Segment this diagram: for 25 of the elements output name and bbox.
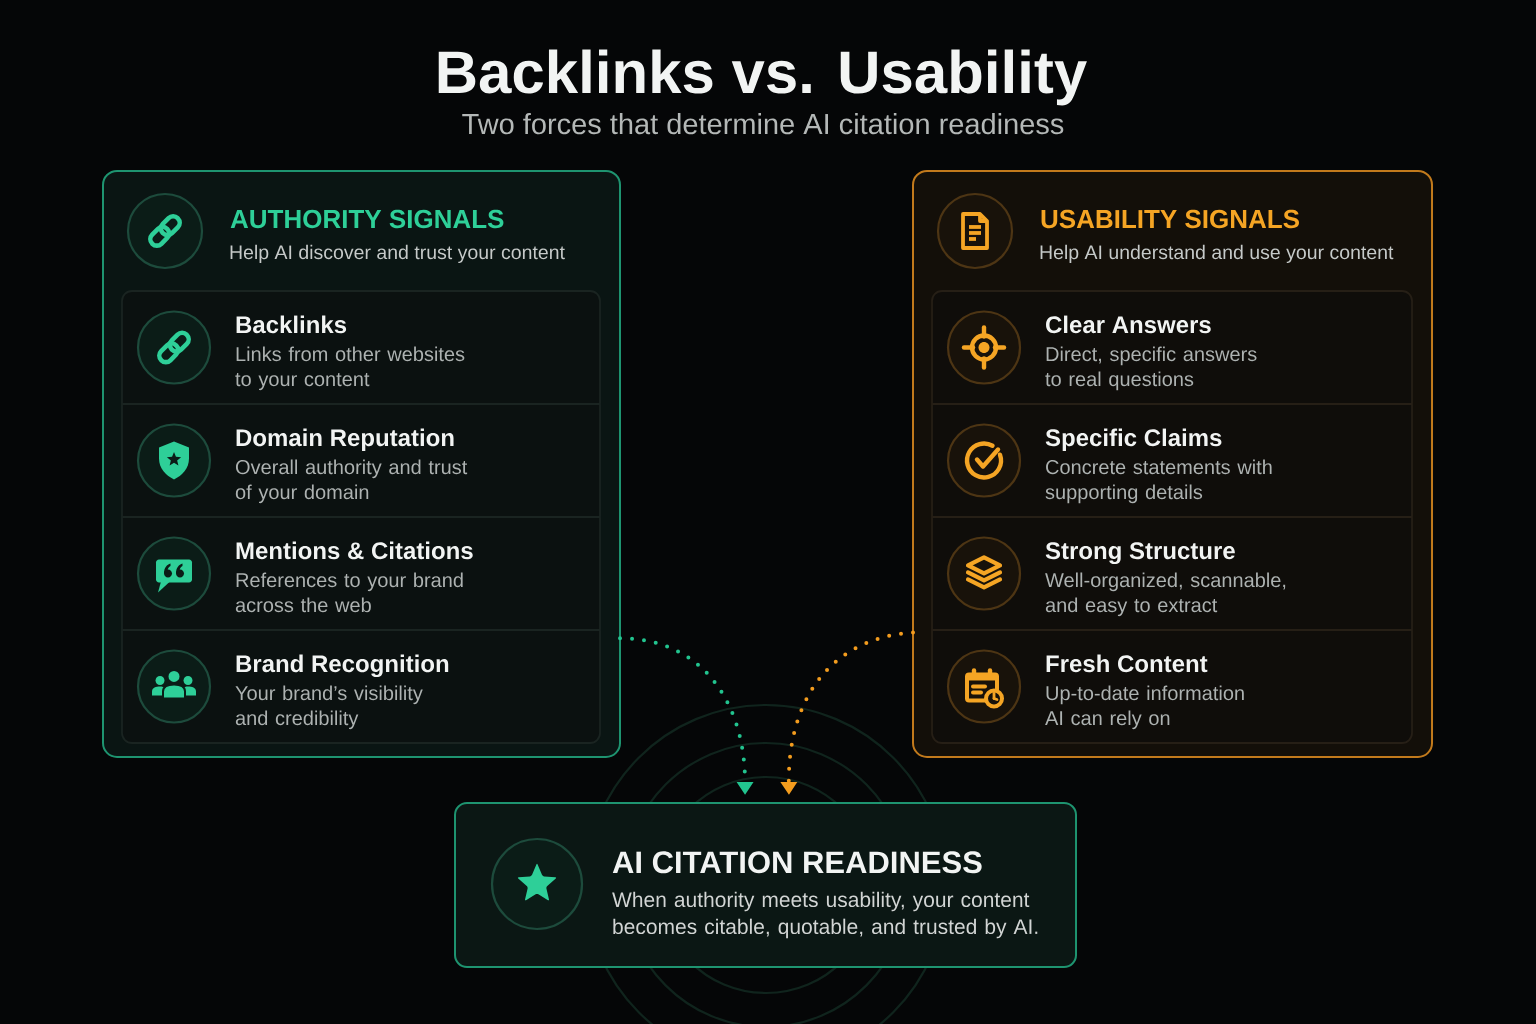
row-title: Clear Answers: [1046, 315, 1211, 334]
panel-subtitle: Help AI understand and use your content: [1040, 244, 1394, 263]
row-title: Strong Structure: [1045, 542, 1235, 565]
panel-heading: AUTHORITY SIGNALS: [230, 209, 504, 229]
row-description: Well-organized, scannable, and easy to extract: [1045, 572, 1286, 617]
row-title: Fresh Content: [1046, 654, 1208, 673]
row-description: Your brand’s visibility and credibility: [235, 685, 423, 730]
row-description: Links from other websites to your content: [235, 346, 465, 391]
subtitle: Two forces that determine AI citation readiness: [462, 113, 1064, 135]
panel-heading: USABILITY SIGNALS: [1041, 209, 1299, 229]
panel-subtitle: Help AI discover and trust your content: [230, 244, 565, 263]
row-description: Up-to-date information AI can rely on: [1045, 685, 1244, 730]
row-title: Backlinks: [236, 315, 347, 334]
row-description: Overall authority and trust of your domain: [235, 459, 468, 504]
row-title: Specific Claims: [1045, 428, 1222, 451]
box-heading: AI CITATION READINESS: [612, 851, 982, 874]
row-description: References to your brand across the web: [235, 572, 463, 613]
row-description: Direct, specific answers to real questions: [1045, 346, 1257, 391]
box-description: When authority meets usability, your content becomes citable, quotable, and trusted by AI.: [612, 891, 1038, 939]
row-title: Mentions & Citations: [236, 541, 473, 560]
summary-box: [454, 802, 1077, 968]
row-title: Brand Recognition: [236, 654, 449, 678]
row-description: Concrete statements with supporting details: [1045, 459, 1272, 504]
row-title: Domain Reputation: [236, 428, 454, 451]
diagram-title: Backlinks vs. Usability: [438, 49, 1087, 106]
